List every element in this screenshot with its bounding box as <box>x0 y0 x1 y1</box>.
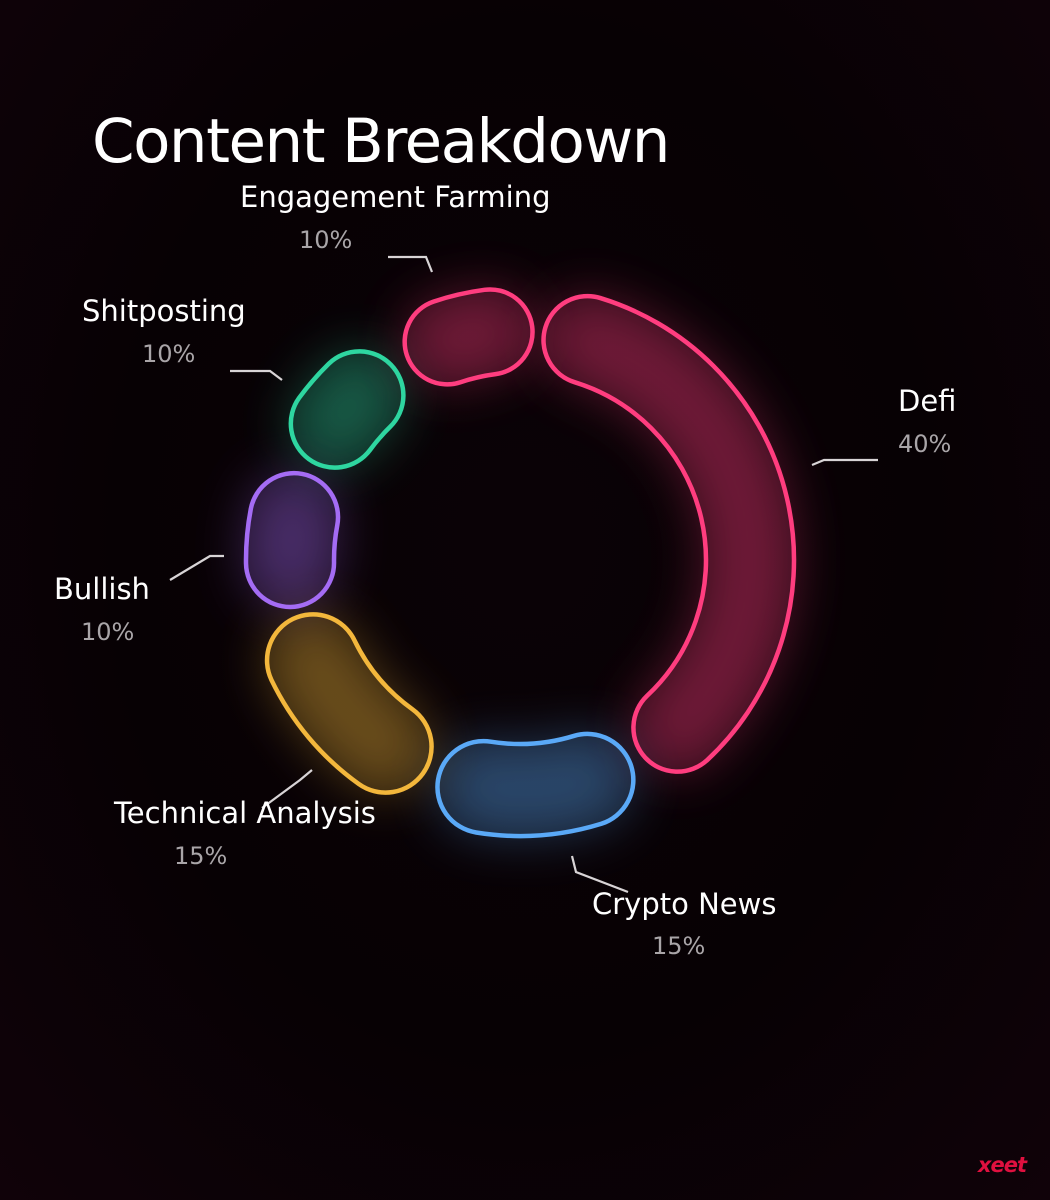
slice-label-defi: Defi <box>898 384 956 418</box>
slice-value-technical-analysis: 15% <box>174 842 227 870</box>
leader-line-shitposting <box>230 369 283 381</box>
slice-glow-defi <box>543 296 794 772</box>
slice-value-bullish: 10% <box>81 618 134 646</box>
slice-shitposting <box>288 349 406 470</box>
leader-line-crypto-news <box>570 855 629 894</box>
slice-glow-engagement-farming <box>404 289 533 385</box>
slice-glow-shitposting <box>290 351 404 468</box>
slice-label-crypto-news: Crypto News <box>592 887 776 921</box>
slice-crypto-news <box>435 731 636 839</box>
slice-label-engagement-farming: Engagement Farming <box>240 180 551 214</box>
slice-glow-crypto-news <box>437 733 634 837</box>
slice-glow-technical-analysis <box>267 614 432 793</box>
slice-value-crypto-news: 15% <box>652 932 705 960</box>
slice-glow-bullish <box>245 473 339 607</box>
slice-technical-analysis <box>264 612 434 795</box>
leader-line-defi <box>811 458 878 467</box>
slice-bullish <box>243 470 341 610</box>
slice-label-bullish: Bullish <box>54 572 150 606</box>
label-layer: Defi 40% Crypto News 15% Technical Analysis 1… <box>54 180 956 960</box>
leader-line-engagement-farming <box>388 255 434 273</box>
glow-layer <box>245 289 794 837</box>
slice-defi <box>541 293 797 774</box>
leader-line-bullish <box>169 554 224 581</box>
slice-value-engagement-farming: 10% <box>299 226 352 254</box>
slice-label-shitposting: Shitposting <box>82 294 246 328</box>
slice-value-defi: 40% <box>898 430 951 458</box>
slice-label-technical-analysis: Technical Analysis <box>113 796 376 830</box>
leader-line-technical-analysis <box>261 769 313 809</box>
brand-logo: xeet <box>977 1153 1028 1177</box>
slice-layer <box>243 287 797 839</box>
slice-engagement-farming <box>402 287 535 387</box>
chart-title: Content Breakdown <box>92 106 669 177</box>
slice-value-shitposting: 10% <box>142 340 195 368</box>
